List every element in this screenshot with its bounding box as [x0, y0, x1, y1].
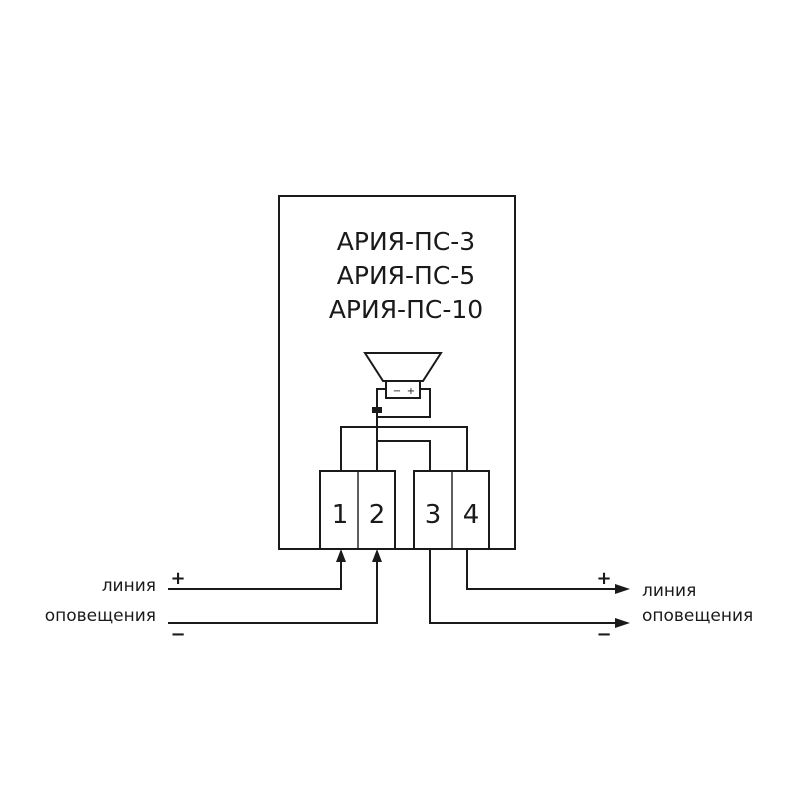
terminal-3-label: 3	[425, 500, 442, 530]
terminal-block-right	[413, 470, 490, 550]
left-line-minus-sign: −	[170, 624, 185, 645]
incoming-line-wires	[168, 549, 382, 624]
arrow-up-icon	[372, 549, 382, 562]
terminal-1-label: 1	[332, 500, 349, 530]
model-label-2: АРИЯ-ПС-5	[337, 261, 475, 290]
internal-wiring	[340, 388, 468, 471]
terminal-block-left	[319, 470, 396, 550]
polarity-marker	[372, 407, 382, 413]
left-line-label-2: оповещения	[45, 606, 156, 626]
terminal-4-label: 4	[463, 500, 480, 530]
terminal-2-label: 2	[369, 500, 386, 530]
right-line-plus-sign: +	[596, 568, 611, 589]
arrow-right-icon	[615, 584, 630, 594]
model-label-1: АРИЯ-ПС-3	[337, 227, 475, 256]
arrow-right-icon	[615, 618, 630, 628]
right-line-label-1: линия	[642, 581, 696, 601]
left-line-label-1: линия	[102, 576, 156, 596]
left-line-plus-sign: +	[170, 568, 185, 589]
device-enclosure	[278, 195, 516, 550]
right-line-minus-sign: −	[596, 624, 611, 645]
speaker-plus-label: +	[407, 386, 415, 397]
outgoing-line-wires	[429, 549, 630, 628]
right-line-label-2: оповещения	[642, 606, 753, 626]
speaker-minus-label: −	[393, 386, 401, 397]
model-label-3: АРИЯ-ПС-10	[329, 295, 483, 324]
arrow-up-icon	[336, 549, 346, 562]
